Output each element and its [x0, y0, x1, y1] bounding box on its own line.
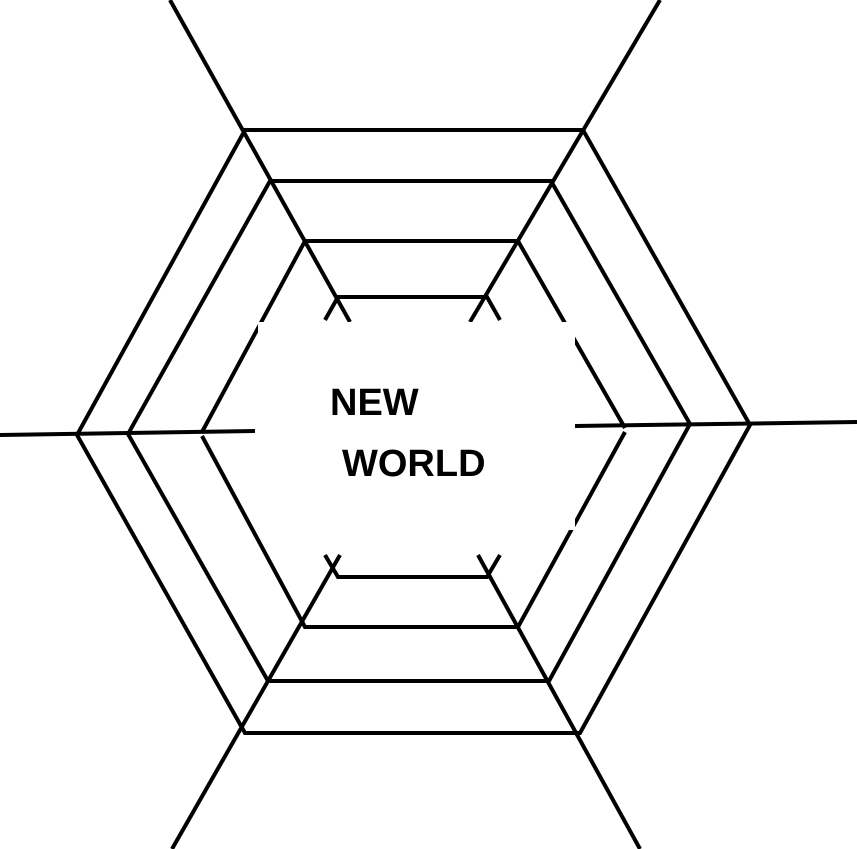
center-label: NEW WORLD [330, 382, 486, 485]
ring-inner-top [323, 295, 502, 321]
ring-inner-bottom [323, 553, 502, 579]
label-line-world: WORLD [342, 443, 486, 485]
ring-second [125, 179, 693, 683]
ring-outer [74, 128, 753, 735]
label-line-new: NEW [330, 382, 419, 424]
spoke-bottom-right [476, 554, 642, 849]
center-clear-area [258, 322, 575, 530]
spoke-top-right [468, 0, 662, 324]
spoke-bottom-left [170, 554, 342, 849]
spoke-top-left [168, 0, 352, 323]
